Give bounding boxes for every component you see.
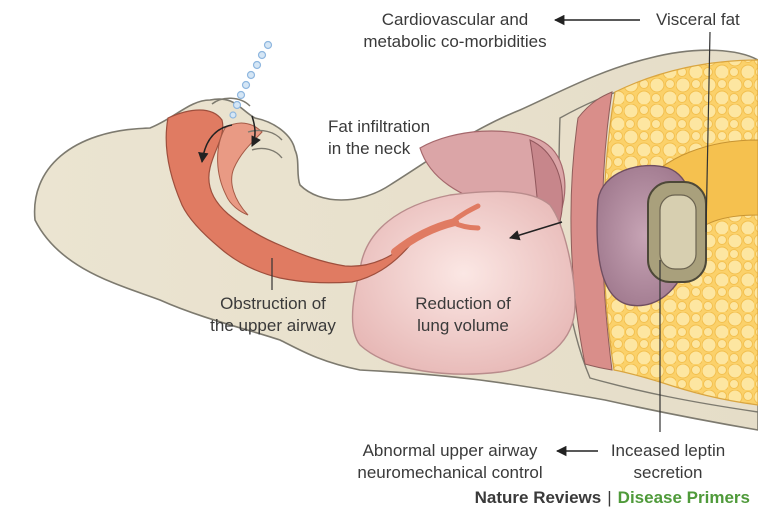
label-fat-neck-line2: in the neck [328, 138, 430, 160]
credit-separator: | [607, 488, 611, 507]
credit-series: Disease Primers [618, 488, 750, 507]
publication-credit: Nature Reviews | Disease Primers [475, 488, 750, 508]
label-cardio: Cardiovascular and metabolic co-morbidit… [360, 9, 550, 53]
vertebra-inner [660, 195, 696, 269]
label-visceral-fat-text: Visceral fat [656, 10, 740, 29]
label-lung-volume: Reduction of lung volume [395, 293, 531, 337]
label-cardio-line1: Cardiovascular and [360, 9, 550, 31]
label-abnormal-line1: Abnormal upper airway [350, 440, 550, 462]
label-obstruction-line1: Obstruction of [153, 293, 393, 315]
label-fat-neck: Fat infiltration in the neck [328, 116, 430, 160]
label-obstruction-line2: the upper airway [153, 315, 393, 337]
label-fat-neck-line1: Fat infiltration [328, 116, 430, 138]
label-leptin: Inceased leptin secretion [598, 440, 738, 484]
credit-publication: Nature Reviews [475, 488, 602, 507]
label-obstruction: Obstruction of the upper airway [153, 293, 393, 337]
label-visceral-fat: Visceral fat [656, 9, 740, 31]
bubbles-icon [230, 42, 272, 119]
label-leptin-line2: secretion [598, 462, 738, 484]
label-lung-volume-line2: lung volume [395, 315, 531, 337]
label-leptin-line1: Inceased leptin [598, 440, 738, 462]
label-lung-volume-line1: Reduction of [395, 293, 531, 315]
label-cardio-line2: metabolic co-morbidities [360, 31, 550, 53]
label-abnormal-control: Abnormal upper airway neuromechanical co… [350, 440, 550, 484]
label-abnormal-line2: neuromechanical control [350, 462, 550, 484]
